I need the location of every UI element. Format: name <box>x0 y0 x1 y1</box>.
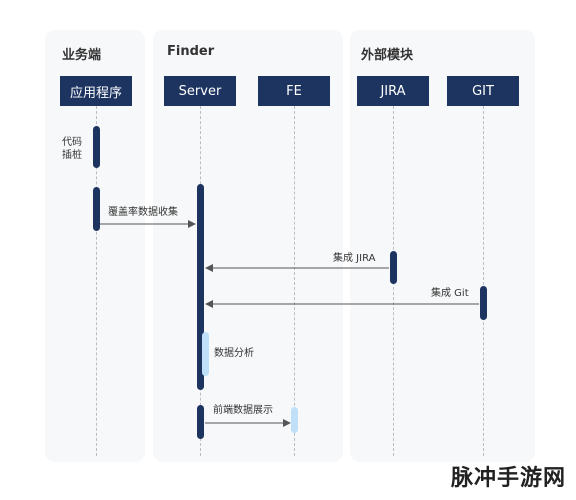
label-data-analysis: 数据分析 <box>214 348 254 359</box>
label-coverage-collect: 覆盖率数据收集 <box>108 207 178 218</box>
participant-app: 应用程序 <box>60 76 132 106</box>
activation-server-main <box>197 184 204 390</box>
participant-fe: FE <box>258 76 330 106</box>
group-title-finder: Finder <box>167 44 215 59</box>
lifeline-fe <box>294 106 295 456</box>
label-frontend-display: 前端数据展示 <box>213 405 273 416</box>
activation-jira <box>390 251 397 284</box>
watermark-text: 脉冲手游网 <box>450 466 566 491</box>
label-instrumentation: 代码 插桩 <box>62 137 82 161</box>
activation-server-analysis <box>202 332 209 376</box>
group-title-external: 外部模块 <box>361 48 414 63</box>
activation-server-display <box>197 405 204 439</box>
group-title-business: 业务端 <box>62 48 102 63</box>
participant-git: GIT <box>447 76 519 106</box>
activation-fe-display <box>291 407 298 433</box>
participant-server: Server <box>164 76 236 106</box>
activation-app-collect <box>93 187 100 231</box>
lifeline-git <box>483 106 484 456</box>
label-integrate-jira: 集成 JIRA <box>333 253 376 264</box>
participant-jira: JIRA <box>357 76 429 106</box>
label-integrate-git: 集成 Git <box>431 288 469 299</box>
activation-git <box>480 286 487 320</box>
activation-app-instrument <box>93 126 100 168</box>
lifeline-app <box>96 106 97 456</box>
